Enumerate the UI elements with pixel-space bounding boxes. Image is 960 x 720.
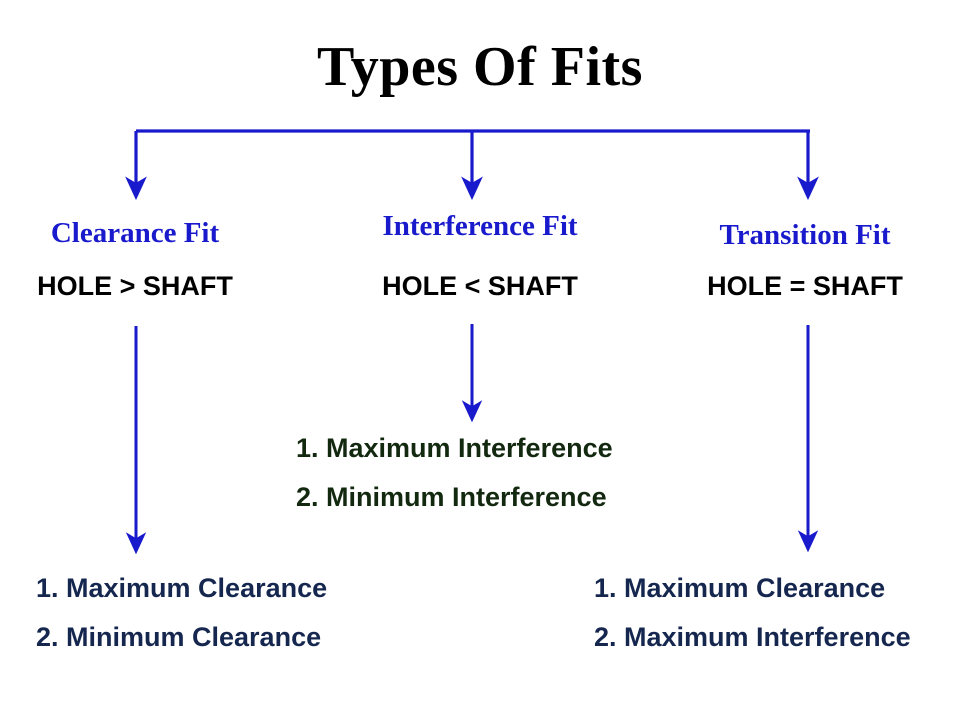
- outcome-list-interference: 1. Maximum Interference 2. Minimum Inter…: [296, 435, 613, 511]
- branch-condition-clearance: HOLE > SHAFT: [37, 271, 233, 301]
- outcome-item: 1. Maximum Interference: [296, 433, 613, 463]
- outcome-list-clearance: 1. Maximum Clearance 2. Minimum Clearanc…: [36, 575, 327, 651]
- branch-condition-interference: HOLE < SHAFT: [382, 271, 578, 301]
- branch-heading-interference: Interference Fit: [382, 210, 578, 242]
- outcome-item: 2. Minimum Clearance: [36, 622, 322, 652]
- outcome-item: 1. Maximum Clearance: [594, 573, 886, 603]
- outcome-item: 2. Maximum Interference: [594, 622, 911, 652]
- outcome-item: 2. Minimum Interference: [296, 482, 607, 512]
- branch-heading-transition: Transition Fit: [719, 219, 891, 251]
- outcome-list-transition: 1. Maximum Clearance 2. Maximum Interfer…: [594, 575, 911, 651]
- page-title: Types Of Fits: [317, 36, 643, 98]
- outcome-item: 1. Maximum Clearance: [36, 573, 328, 603]
- branch-heading-clearance: Clearance Fit: [50, 217, 220, 249]
- branch-condition-transition: HOLE = SHAFT: [707, 271, 903, 301]
